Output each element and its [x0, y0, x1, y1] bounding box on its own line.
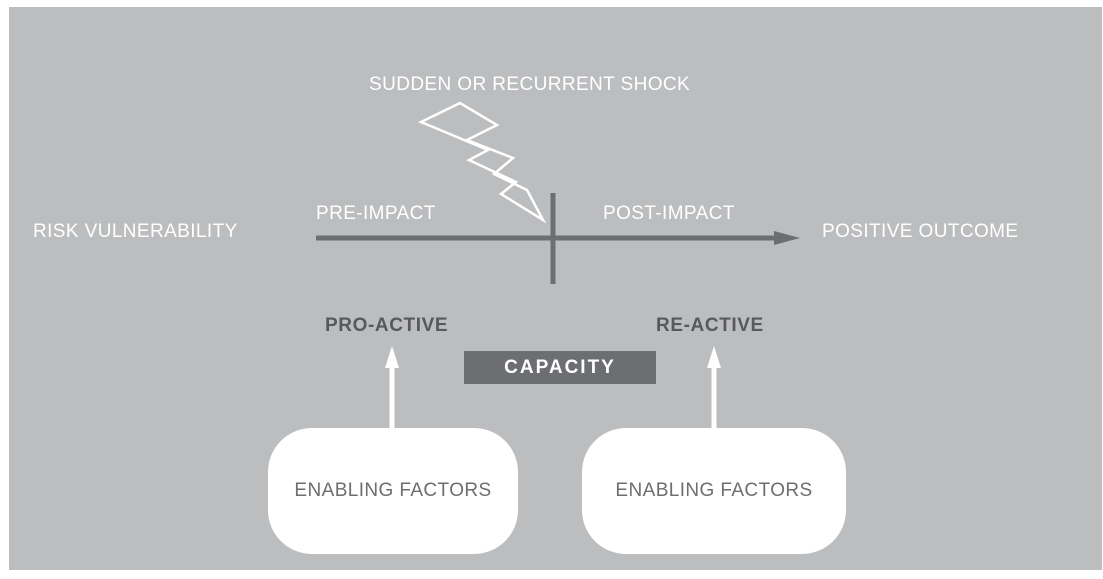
enabling-factors-box-right: ENABLING FACTORS — [582, 428, 846, 554]
enabling-factors-box-left: ENABLING FACTORS — [268, 428, 518, 554]
capacity-badge: CAPACITY — [464, 351, 656, 384]
positive-outcome-label: POSITIVE OUTCOME — [822, 221, 1019, 242]
proactive-arrow-head — [385, 346, 399, 368]
shock-label: SUDDEN OR RECURRENT SHOCK — [369, 74, 691, 95]
diagram-background — [9, 7, 1102, 570]
reactive-arrow-head — [707, 346, 721, 368]
proactive-label: PRO-ACTIVE — [325, 315, 449, 336]
lightning-bolt-icon — [417, 101, 547, 224]
post-impact-label: POST-IMPACT — [603, 203, 735, 224]
pre-impact-label: PRE-IMPACT — [316, 203, 436, 224]
reactive-label: RE-ACTIVE — [656, 315, 764, 336]
timeline-arrowhead — [774, 231, 800, 245]
risk-vulnerability-label: RISK VULNERABILITY — [33, 221, 238, 242]
